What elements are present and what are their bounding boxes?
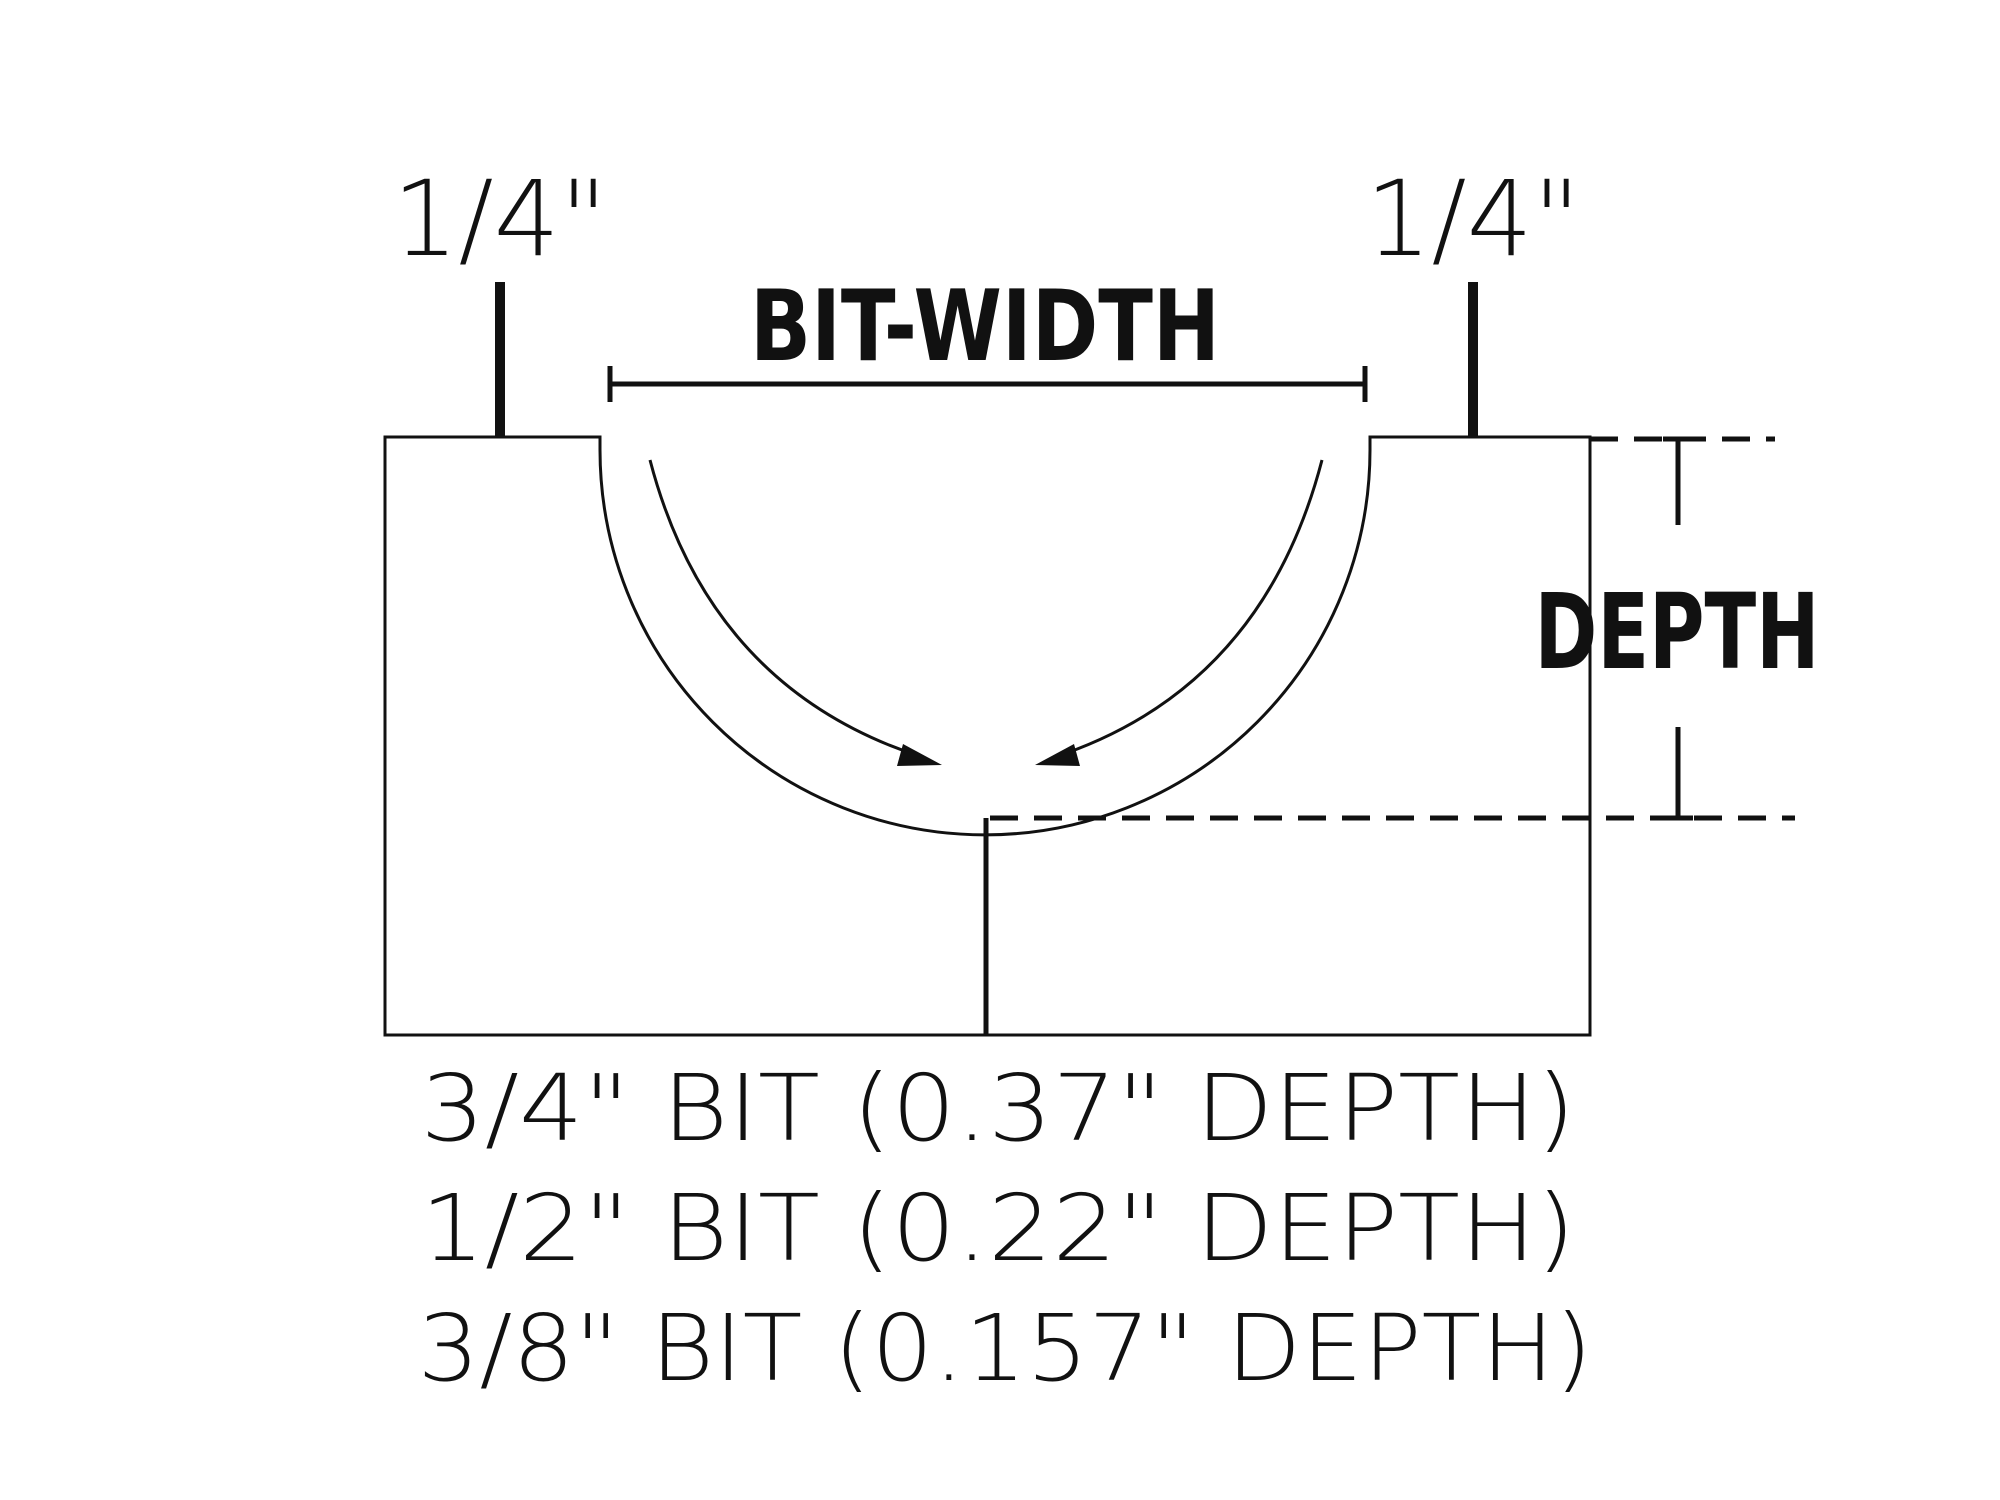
right-arrowhead [1035, 744, 1080, 766]
left-rotation-arrow [648, 459, 926, 760]
bit-depth-3-8: 3/8" BIT (0.157" DEPTH) [418, 1295, 1593, 1402]
bit-depth-1-2: 1/2" BIT (0.22" DEPTH) [421, 1175, 1576, 1282]
depth-label: DEPTH [1535, 571, 1820, 693]
bit-width-dimension [607, 366, 1368, 402]
left-margin-label: 1/4" [392, 158, 607, 280]
left-arrowhead [897, 744, 942, 766]
wood-block-outline [383, 435, 1592, 1037]
right-rotation-arrow [1051, 459, 1324, 760]
right-margin-label: 1/4" [1365, 158, 1580, 280]
bit-width-label: BIT-WIDTH [750, 270, 1220, 384]
bit-depth-3-4: 3/4" BIT (0.37" DEPTH) [421, 1055, 1576, 1162]
depth-dimension [1663, 436, 1693, 821]
